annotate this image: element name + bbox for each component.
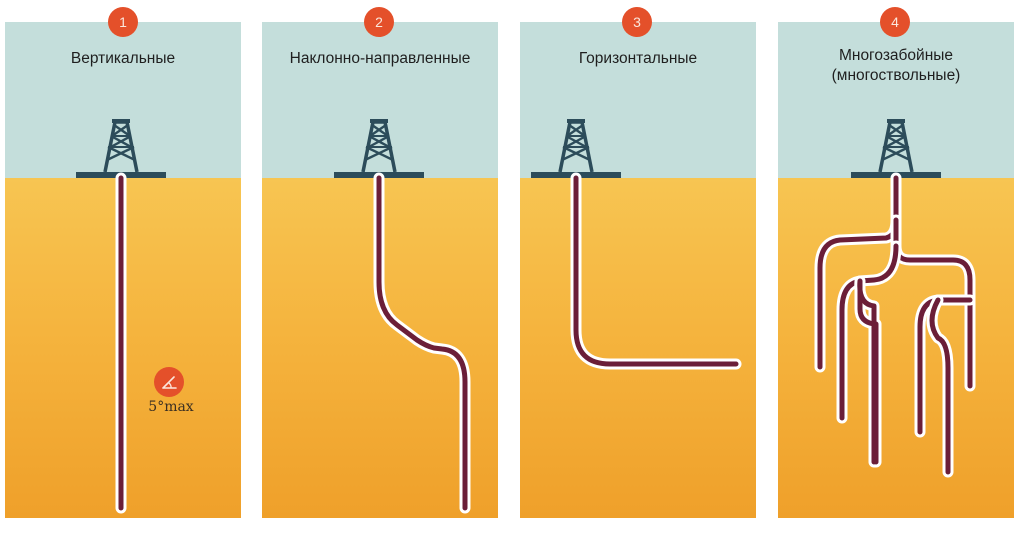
sky (520, 22, 756, 178)
angle-icon (154, 367, 184, 397)
panel-title: Многозабойные (многоствольные) (831, 47, 961, 84)
step-badge-4: 4 (880, 7, 910, 37)
drilling-rig-icon (851, 119, 941, 178)
step-badge-3: 3 (622, 7, 652, 37)
rig-tower (561, 124, 591, 162)
well-casing-outline (570, 172, 742, 370)
well-path (929, 297, 951, 475)
rig-tower (106, 124, 136, 162)
multilateral-well-diagram (814, 119, 976, 478)
well-path (857, 278, 879, 465)
rig-tower (881, 124, 911, 162)
rig-tower (366, 135, 392, 148)
rig-tower (364, 124, 394, 162)
rig-platform (112, 119, 130, 123)
step-badge-2: 2 (364, 7, 394, 37)
rig-platform (370, 119, 388, 123)
well-path (573, 175, 739, 367)
rig-tower (108, 135, 134, 148)
panel-title: Вертикальные (70, 50, 176, 67)
vertical-well-diagram (76, 119, 166, 514)
rig-platform (567, 119, 585, 123)
panel-horizontal: Горизонтальные (520, 22, 756, 518)
step-badge-1: 1 (108, 7, 138, 37)
rig-tower (563, 135, 589, 148)
rig-platform (887, 119, 905, 123)
angle-label: 5°max (148, 399, 194, 415)
panel-title: Наклонно-направленные (289, 50, 471, 67)
well-path (376, 175, 468, 511)
drilling-rig-icon (76, 119, 166, 178)
drilling-rig-icon (531, 119, 621, 178)
directional-well-diagram (334, 119, 471, 514)
ground (520, 178, 756, 518)
panel-title: Горизонтальные (578, 50, 698, 67)
drilling-rig-icon (334, 119, 424, 178)
horizontal-well-diagram (531, 119, 742, 370)
rig-tower (883, 135, 909, 148)
panel-multilateral: Многозабойные (многоствольные) (778, 22, 1014, 518)
panel-vertical: Вертикальные 5°max (5, 22, 241, 518)
panel-directional: Наклонно-направленные (262, 22, 498, 518)
